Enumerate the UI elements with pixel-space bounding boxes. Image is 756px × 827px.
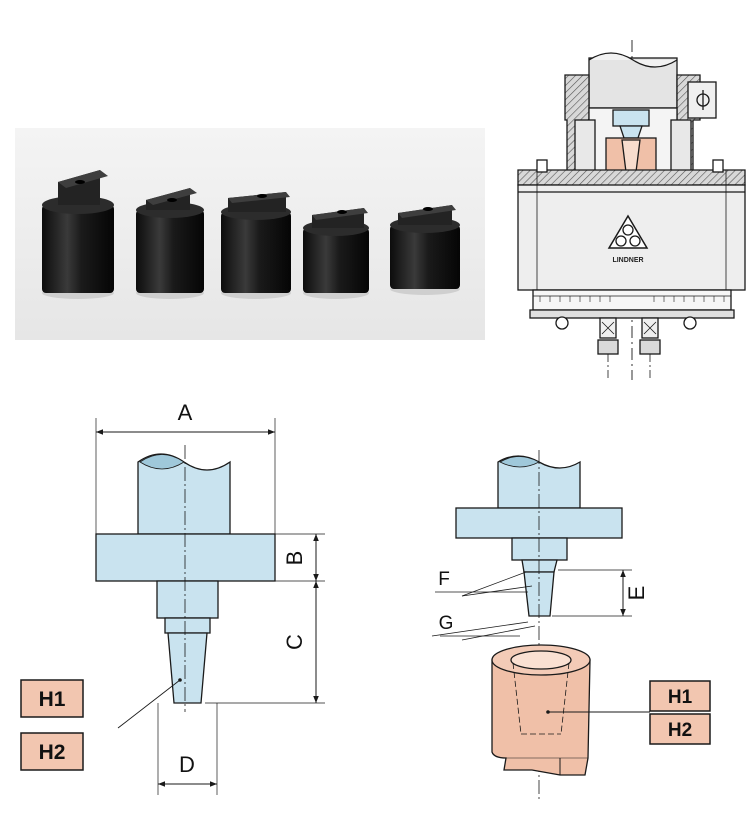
punch-tag-H1 — [20, 679, 84, 718]
punch-tip — [167, 632, 208, 704]
die-tag-H2-text: H2 — [668, 720, 692, 741]
punch-diagram — [20, 418, 325, 795]
label-B: B — [282, 551, 307, 566]
punch-tag-H2 — [20, 732, 84, 771]
punch-piece-5 — [390, 205, 460, 295]
punch-tag-H2-text: H2 — [39, 741, 66, 764]
die-body — [491, 659, 591, 776]
brand-text: LINDNER — [612, 257, 643, 264]
punch-neck — [156, 580, 219, 619]
label-A: A — [178, 400, 193, 425]
label-F: F — [438, 569, 450, 590]
label-E: E — [624, 586, 649, 601]
brand-logo-icon — [607, 214, 649, 249]
machine-cross-section — [517, 40, 746, 380]
label-G: G — [439, 613, 454, 634]
label-D: D — [179, 752, 195, 777]
punch-set-photo — [15, 128, 485, 340]
mini-punch-head — [612, 109, 650, 127]
die-diagram — [431, 450, 711, 800]
label-C: C — [282, 634, 307, 650]
punch-piece-3 — [221, 192, 291, 299]
punch-piece-1 — [42, 170, 114, 299]
machine-scale — [532, 289, 732, 311]
die-tag-H1-text: H1 — [668, 687, 693, 708]
punch-flange — [95, 533, 276, 582]
punch-tag-H1-text: H1 — [39, 688, 66, 711]
adjust-knob-icon — [687, 81, 717, 119]
punch-piece-4 — [303, 208, 369, 299]
die-tag-H2 — [649, 713, 711, 745]
die-tag-H1 — [649, 680, 711, 712]
punch-piece-2 — [136, 188, 204, 299]
